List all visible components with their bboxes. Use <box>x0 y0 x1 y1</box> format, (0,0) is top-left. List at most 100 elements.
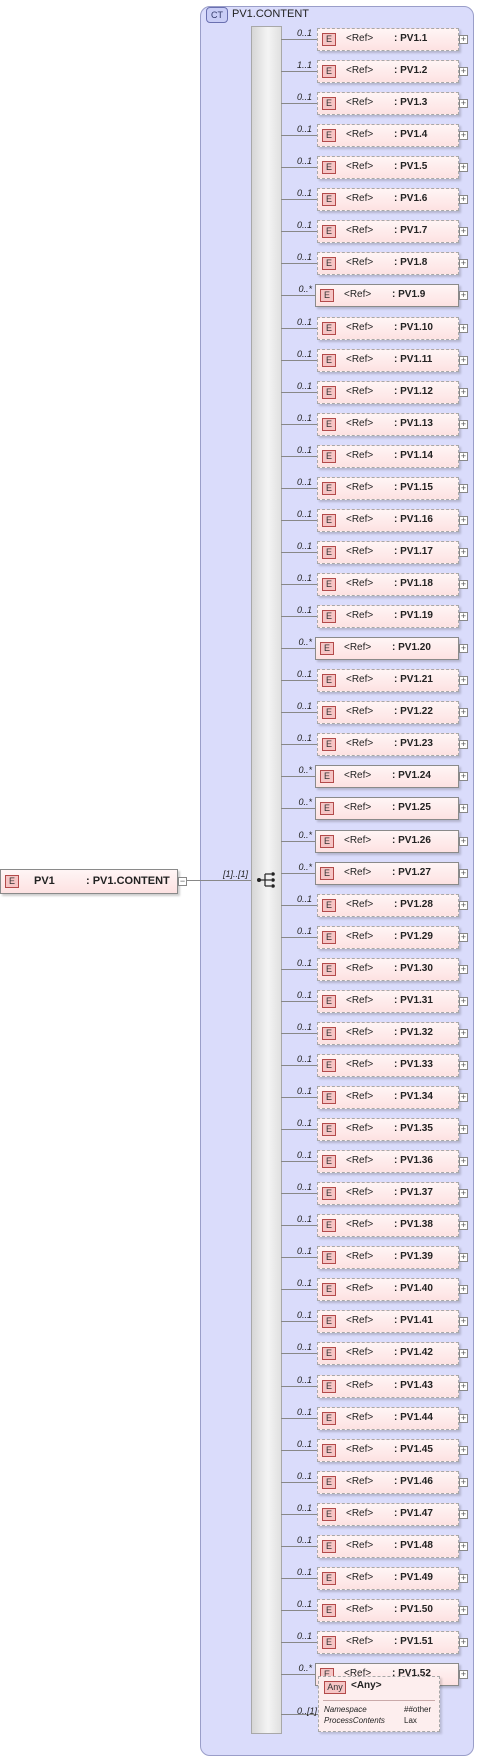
expand-toggle[interactable]: + <box>459 1316 468 1326</box>
element-ref-box[interactable]: E<Ref>: PV1.44 <box>317 1407 459 1430</box>
expand-toggle[interactable]: + <box>459 387 468 397</box>
expand-toggle[interactable]: + <box>459 964 468 974</box>
element-ref-box[interactable]: E<Ref>: PV1.41 <box>317 1310 459 1333</box>
element-ref-box[interactable]: E<Ref>: PV1.31 <box>317 990 459 1013</box>
element-ref-box[interactable]: E<Ref>: PV1.1 <box>317 28 459 51</box>
element-ref-box[interactable]: E<Ref>: PV1.7 <box>317 220 459 243</box>
expand-toggle[interactable]: + <box>459 34 468 44</box>
element-ref-box[interactable]: E<Ref>: PV1.36 <box>317 1150 459 1173</box>
element-ref-box[interactable]: E<Ref>: PV1.15 <box>317 477 459 500</box>
expand-toggle[interactable]: + <box>459 1509 468 1519</box>
expand-toggle[interactable]: + <box>459 419 468 429</box>
expand-toggle[interactable]: + <box>459 579 468 589</box>
expand-toggle[interactable]: + <box>459 1445 468 1455</box>
element-ref-box[interactable]: E<Ref>: PV1.14 <box>317 445 459 468</box>
element-ref-box[interactable]: E<Ref>: PV1.49 <box>317 1567 459 1590</box>
element-ref-box[interactable]: E<Ref>: PV1.28 <box>317 894 459 917</box>
element-ref-box[interactable]: E<Ref>: PV1.12 <box>317 381 459 404</box>
expand-toggle[interactable]: + <box>459 675 468 685</box>
element-ref-box[interactable]: E<Ref>: PV1.23 <box>317 733 459 756</box>
expand-toggle[interactable]: + <box>459 1092 468 1102</box>
expand-toggle[interactable]: + <box>459 258 468 268</box>
expand-toggle[interactable]: + <box>459 483 468 493</box>
element-ref-box[interactable]: E<Ref>: PV1.50 <box>317 1599 459 1622</box>
element-ref-box[interactable]: E<Ref>: PV1.10 <box>317 317 459 340</box>
expand-toggle[interactable]: + <box>459 290 468 300</box>
element-ref-box[interactable]: E<Ref>: PV1.19 <box>317 605 459 628</box>
expand-toggle[interactable]: + <box>459 996 468 1006</box>
expand-toggle[interactable]: + <box>459 226 468 236</box>
expand-toggle[interactable]: + <box>459 643 468 653</box>
expand-toggle[interactable]: + <box>459 98 468 108</box>
expand-toggle[interactable]: + <box>459 1637 468 1647</box>
expand-toggle[interactable]: + <box>459 451 468 461</box>
element-ref-box[interactable]: E<Ref>: PV1.40 <box>317 1278 459 1301</box>
collapse-toggle[interactable]: − <box>178 876 187 886</box>
expand-toggle[interactable]: + <box>459 1381 468 1391</box>
element-ref-box[interactable]: E<Ref>: PV1.42 <box>317 1342 459 1365</box>
expand-toggle[interactable]: + <box>459 323 468 333</box>
expand-toggle[interactable]: + <box>459 1573 468 1583</box>
expand-toggle[interactable]: + <box>459 162 468 172</box>
element-ref-box[interactable]: E<Ref>: PV1.22 <box>317 701 459 724</box>
element-ref-box[interactable]: E<Ref>: PV1.20 <box>315 637 459 660</box>
element-ref-box[interactable]: E<Ref>: PV1.30 <box>317 958 459 981</box>
element-ref-box[interactable]: E<Ref>: PV1.34 <box>317 1086 459 1109</box>
element-ref-box[interactable]: E<Ref>: PV1.2 <box>317 60 459 83</box>
expand-toggle[interactable]: + <box>459 130 468 140</box>
expand-toggle[interactable]: + <box>459 1605 468 1615</box>
expand-toggle[interactable]: + <box>459 1252 468 1262</box>
expand-toggle[interactable]: + <box>459 739 468 749</box>
expand-toggle[interactable]: + <box>459 771 468 781</box>
expand-toggle[interactable]: + <box>459 1477 468 1487</box>
expand-toggle[interactable]: + <box>459 868 468 878</box>
element-ref-box[interactable]: E<Ref>: PV1.43 <box>317 1375 459 1398</box>
element-ref-box[interactable]: E<Ref>: PV1.24 <box>315 765 459 788</box>
element-ref-box[interactable]: E<Ref>: PV1.35 <box>317 1118 459 1141</box>
any-element[interactable]: Any <Any> Namespace ##other ProcessConte… <box>318 1676 440 1732</box>
expand-toggle[interactable]: + <box>459 1413 468 1423</box>
expand-toggle[interactable]: + <box>459 1028 468 1038</box>
element-ref-box[interactable]: E<Ref>: PV1.16 <box>317 509 459 532</box>
element-ref-box[interactable]: E<Ref>: PV1.27 <box>315 862 459 885</box>
expand-toggle[interactable]: + <box>459 1156 468 1166</box>
expand-toggle[interactable]: + <box>459 1284 468 1294</box>
element-ref-box[interactable]: E<Ref>: PV1.39 <box>317 1246 459 1269</box>
element-ref-box[interactable]: E<Ref>: PV1.13 <box>317 413 459 436</box>
root-element-pv1[interactable]: E PV1 : PV1.CONTENT <box>0 869 178 894</box>
expand-toggle[interactable]: + <box>459 66 468 76</box>
element-ref-box[interactable]: E<Ref>: PV1.46 <box>317 1471 459 1494</box>
expand-toggle[interactable]: + <box>459 1348 468 1358</box>
element-ref-box[interactable]: E<Ref>: PV1.6 <box>317 188 459 211</box>
expand-toggle[interactable]: + <box>459 707 468 717</box>
expand-toggle[interactable]: + <box>459 900 468 910</box>
element-ref-box[interactable]: E<Ref>: PV1.8 <box>317 252 459 275</box>
element-ref-box[interactable]: E<Ref>: PV1.4 <box>317 124 459 147</box>
element-ref-box[interactable]: E<Ref>: PV1.3 <box>317 92 459 115</box>
element-ref-box[interactable]: E<Ref>: PV1.33 <box>317 1054 459 1077</box>
element-ref-box[interactable]: E<Ref>: PV1.5 <box>317 156 459 179</box>
expand-toggle[interactable]: + <box>459 1124 468 1134</box>
expand-toggle[interactable]: + <box>459 803 468 813</box>
element-ref-box[interactable]: E<Ref>: PV1.51 <box>317 1631 459 1654</box>
element-ref-box[interactable]: E<Ref>: PV1.32 <box>317 1022 459 1045</box>
expand-toggle[interactable]: + <box>459 1060 468 1070</box>
expand-toggle[interactable]: + <box>459 194 468 204</box>
expand-toggle[interactable]: + <box>459 932 468 942</box>
element-ref-box[interactable]: E<Ref>: PV1.18 <box>317 573 459 596</box>
expand-toggle[interactable]: + <box>459 515 468 525</box>
element-ref-box[interactable]: E<Ref>: PV1.21 <box>317 669 459 692</box>
element-ref-box[interactable]: E<Ref>: PV1.45 <box>317 1439 459 1462</box>
element-ref-box[interactable]: E<Ref>: PV1.25 <box>315 797 459 820</box>
element-ref-box[interactable]: E<Ref>: PV1.26 <box>315 830 459 853</box>
element-ref-box[interactable]: E<Ref>: PV1.38 <box>317 1214 459 1237</box>
expand-toggle[interactable]: + <box>459 836 468 846</box>
element-ref-box[interactable]: E<Ref>: PV1.37 <box>317 1182 459 1205</box>
element-ref-box[interactable]: E<Ref>: PV1.9 <box>315 284 459 307</box>
expand-toggle[interactable]: + <box>459 1188 468 1198</box>
element-ref-box[interactable]: E<Ref>: PV1.29 <box>317 926 459 949</box>
element-ref-box[interactable]: E<Ref>: PV1.11 <box>317 349 459 372</box>
expand-toggle[interactable]: + <box>459 611 468 621</box>
element-ref-box[interactable]: E<Ref>: PV1.48 <box>317 1535 459 1558</box>
expand-toggle[interactable]: + <box>459 547 468 557</box>
